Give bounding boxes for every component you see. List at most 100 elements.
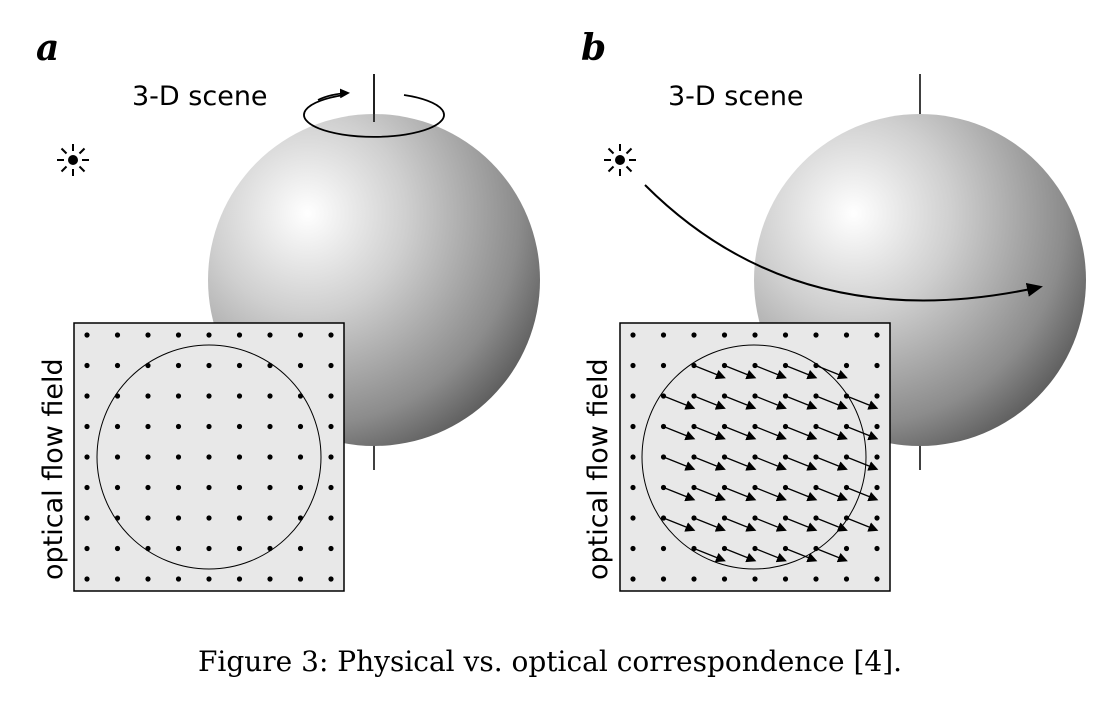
flow-vector [815, 395, 848, 410]
flow-grid-dot [114, 332, 121, 338]
flow-vector [693, 547, 726, 563]
flow-grid-dot [874, 393, 880, 399]
flow-vector [815, 486, 848, 502]
flow-grid-dot [145, 393, 151, 399]
flow-grid-dot [175, 332, 182, 338]
flow-grid-dot [813, 576, 819, 582]
flow-grid-dot [297, 515, 304, 521]
flow-grid-dot [267, 576, 273, 582]
flow-grid-dot [267, 484, 273, 491]
flow-grid-dot [84, 332, 90, 338]
flow-vector [785, 456, 818, 471]
flow-grid-dot [843, 362, 850, 369]
flow-grid-dot [297, 484, 304, 491]
flow-grid-dot [630, 423, 636, 430]
flow-grid-dot [630, 332, 636, 338]
flow-grid-dot [175, 454, 182, 460]
flow-grid-dot [874, 423, 880, 430]
flow-grid-dot [145, 484, 151, 491]
flow-grid-dot [84, 484, 90, 491]
flow-grid-dot [236, 423, 243, 430]
flow-grid-dot [660, 332, 667, 338]
flow-vector [693, 486, 726, 502]
flow-vector [815, 456, 848, 471]
flow-vector [815, 425, 848, 441]
flow-grid-dot [660, 362, 667, 369]
motion-path-arrow-icon [644, 184, 1043, 302]
flow-grid-dot [84, 576, 90, 582]
flow-grid-dot [630, 545, 636, 552]
flow-vector [785, 425, 818, 441]
flow-grid-dot [206, 576, 212, 582]
flow-grid-dot [297, 545, 304, 552]
flow-grid-dot [114, 454, 121, 460]
flow-grid-dot [114, 484, 121, 491]
flow-vector [724, 395, 757, 410]
flow-grid-dot [297, 423, 304, 430]
flow-vector [754, 364, 787, 380]
flow-grid-dot [236, 515, 243, 521]
flow-vector [815, 364, 848, 380]
flow-vector [846, 425, 879, 441]
flow-grid-dot [206, 332, 212, 338]
flow-grid-dot [297, 576, 304, 582]
flow-grid-dot [874, 362, 880, 369]
flow-vector [815, 517, 848, 532]
panel-letter-b: b [581, 27, 606, 69]
flow-vector [693, 425, 726, 441]
flow-grid-dot [145, 423, 151, 430]
flow-grid-dot [630, 515, 636, 521]
flow-grid-dot [236, 454, 243, 460]
flow-grid-dot [175, 423, 182, 430]
flow-vector [724, 547, 757, 563]
flow-grid-dot [175, 484, 182, 491]
flow-grid-dot [328, 484, 334, 491]
flow-grid-dot [84, 454, 90, 460]
panel-a: a 3-D scene [36, 27, 540, 592]
flow-grid-dot [267, 393, 273, 399]
flow-grid-dot [721, 332, 728, 338]
flow-vector [724, 364, 757, 380]
flow-grid-dot [328, 362, 334, 369]
panel-b: b 3-D scene [581, 27, 1086, 592]
flow-vector [724, 486, 757, 502]
flow-grid-dot [84, 393, 90, 399]
flow-vector [785, 395, 818, 410]
flow-grid-dot [114, 393, 121, 399]
flow-vector [754, 486, 787, 502]
flow-grid-dot [874, 332, 880, 338]
flow-grid-dot [752, 576, 758, 582]
flow-grid-dot [175, 393, 182, 399]
flow-grid-dot [175, 545, 182, 552]
flow-grid-dot [630, 454, 636, 460]
scene-label-a: 3-D scene [132, 81, 268, 112]
scene-label-b: 3-D scene [668, 81, 804, 112]
flow-vector [663, 486, 696, 502]
flow-grid-dot [328, 545, 334, 552]
flow-grid-dot [236, 484, 243, 491]
flow-grid-dot [145, 576, 151, 582]
flow-grid-dot [206, 423, 212, 430]
flow-grid-dot [630, 362, 636, 369]
flow-grid-dot [843, 332, 850, 338]
flow-grid-dot [236, 362, 243, 369]
flow-vector [693, 456, 726, 471]
sphere-outline [96, 344, 322, 570]
flow-vector [693, 364, 726, 380]
flow-grid-dots [84, 332, 334, 582]
flow-grid-dot [874, 515, 880, 521]
flow-vectors [663, 364, 879, 563]
flow-grid-dot [267, 515, 273, 521]
flow-grid-dot [297, 393, 304, 399]
flow-vector [846, 395, 879, 410]
flow-grid-dot [691, 576, 697, 582]
flow-grid-dot [752, 332, 758, 338]
flow-label-a: optical flow field [38, 358, 69, 580]
flow-vector [663, 425, 696, 441]
flow-grid-dot [206, 454, 212, 460]
flow-grid-dot [297, 454, 304, 460]
flow-grid-dot [236, 576, 243, 582]
flow-vector [754, 517, 787, 532]
flow-vector [724, 425, 757, 441]
flow-grid-dot [175, 515, 182, 521]
